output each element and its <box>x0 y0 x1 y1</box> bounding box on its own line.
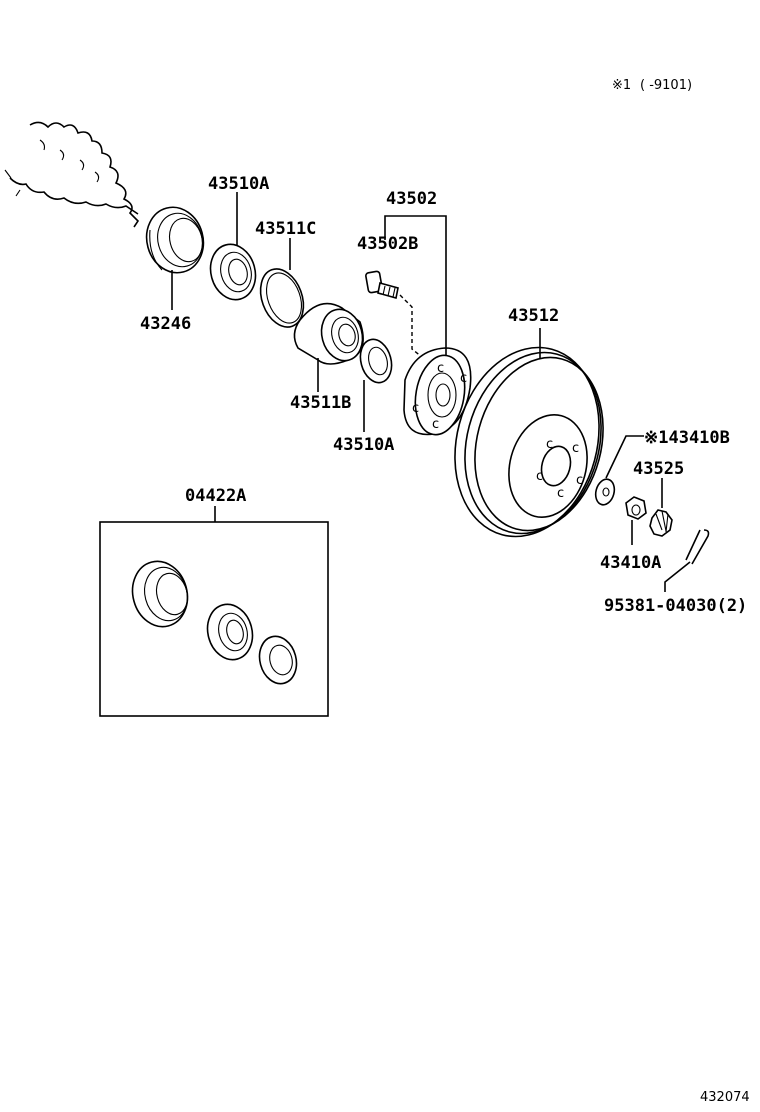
svg-text:c: c <box>412 401 419 416</box>
nut-lock-cap-43525 <box>649 509 673 537</box>
drive-shaft-illustration <box>4 121 140 228</box>
dust-deflector-43246 <box>145 206 205 274</box>
svg-text:c: c <box>557 486 564 501</box>
kit-oil-seal-upper <box>206 603 254 661</box>
label-95381: 95381-04030(2) <box>604 596 747 616</box>
disc-rotor-43512: c c c c c <box>454 346 604 538</box>
svg-text:c: c <box>546 437 553 452</box>
figure-number: 432074 <box>700 1090 750 1105</box>
svg-text:c: c <box>576 473 583 488</box>
washer-43410B <box>594 478 616 506</box>
label-43410A: 43410A <box>600 553 661 573</box>
oil-seal-43510A-upper <box>209 243 257 301</box>
hub-bolt-43502B <box>365 270 399 300</box>
label-43410B: ※143410B <box>644 428 730 448</box>
axle-hub-43502: c c c c <box>403 347 472 436</box>
cotter-pin-95381 <box>685 529 710 565</box>
svg-text:c: c <box>572 441 579 456</box>
kit-oil-seal-lower <box>258 635 298 685</box>
label-43502: 43502 <box>386 189 437 209</box>
bolt-insertion-path <box>399 294 423 358</box>
bearing-43511B <box>293 302 364 365</box>
note-mark: ※1 <box>612 78 631 93</box>
bracket-43502 <box>384 215 447 355</box>
kit-box-04422A <box>99 521 329 717</box>
leader-43410B <box>605 435 644 479</box>
label-43510A-upper: 43510A <box>208 174 269 194</box>
leader-95381 <box>664 561 691 592</box>
label-43512: 43512 <box>508 306 559 326</box>
svg-text:c: c <box>437 361 444 376</box>
label-43502B: 43502B <box>357 234 418 254</box>
label-43525: 43525 <box>633 459 684 479</box>
kit-dust-deflector <box>131 560 189 628</box>
svg-text:c: c <box>432 417 439 432</box>
label-43246: 43246 <box>140 314 191 334</box>
label-04422A: 04422A <box>185 486 246 506</box>
svg-text:c: c <box>460 371 467 386</box>
oil-seal-43510A-lower <box>359 338 393 384</box>
nut-43410A <box>625 496 647 520</box>
label-43510A-lower: 43510A <box>333 435 394 455</box>
label-43511C: 43511C <box>255 219 316 239</box>
note-range: ( -9101) <box>640 78 692 93</box>
svg-text:c: c <box>536 469 543 484</box>
label-43511B: 43511B <box>290 393 351 413</box>
snap-ring-43511C <box>259 268 305 328</box>
